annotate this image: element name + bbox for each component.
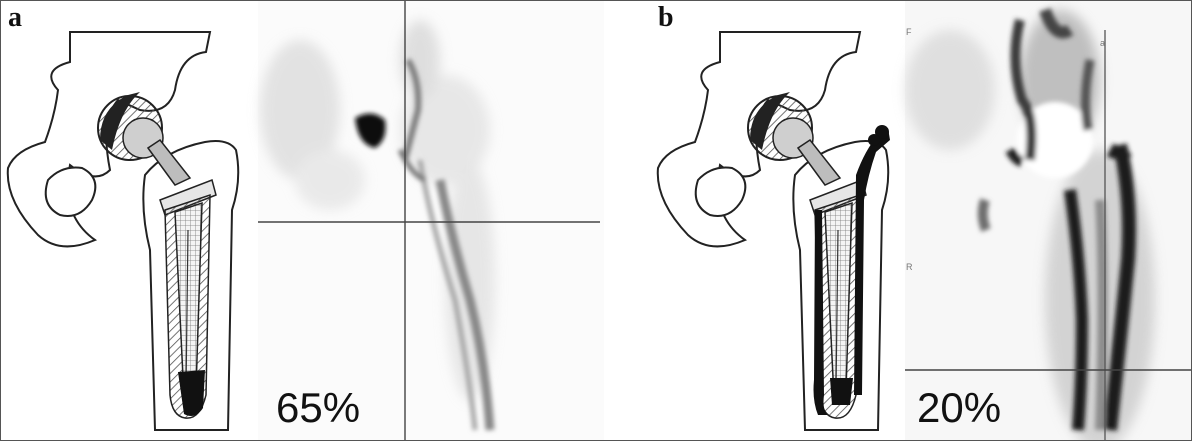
scan-marker-r: R <box>906 262 913 272</box>
panel-b: b <box>650 0 1192 441</box>
uptake-percent-a: 65% <box>276 387 360 429</box>
scan-marker-f: F <box>906 27 912 37</box>
scintigraphy-scan-b <box>650 0 1192 441</box>
scintigraphy-scan-a <box>0 0 604 441</box>
uptake-percent-b: 20% <box>917 387 1001 429</box>
panel-a: a <box>0 0 604 441</box>
scan-marker-a: a <box>1100 38 1105 48</box>
